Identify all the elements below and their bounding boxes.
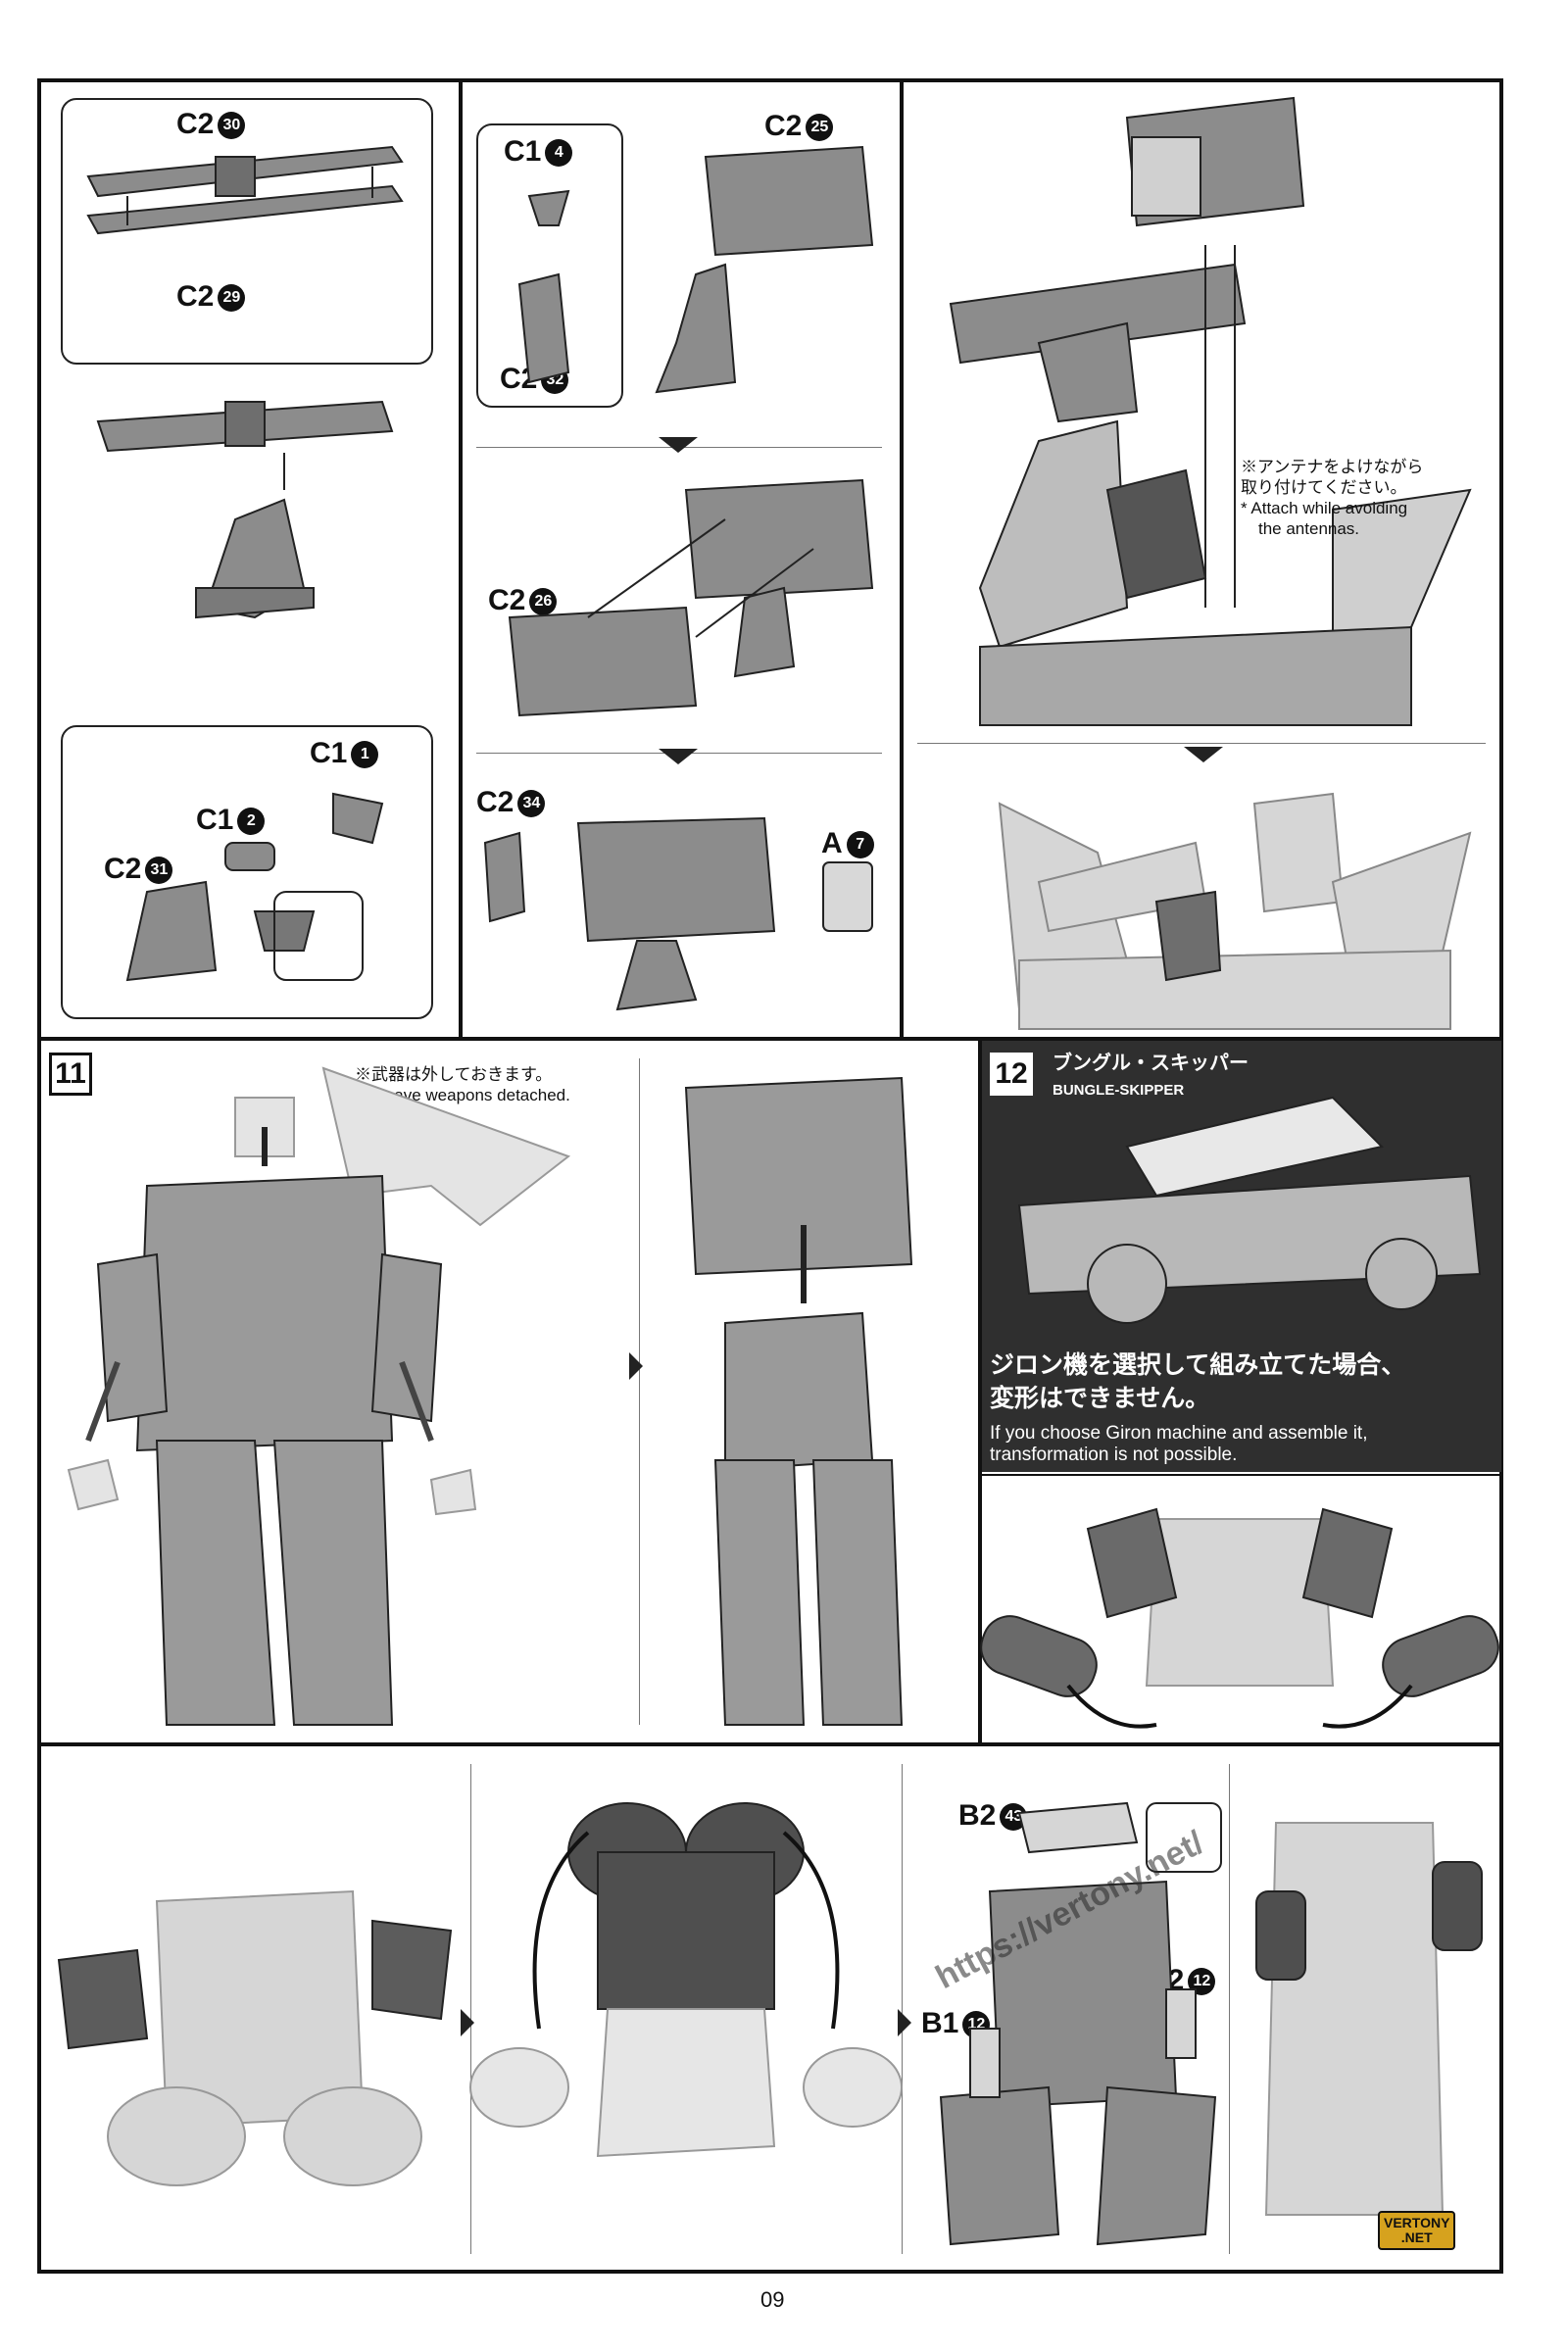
gun-barrel-part [86,145,404,235]
page-number: 09 [760,2287,785,2312]
divider-right-inner [917,743,1486,744]
number-badge: 25 [806,114,834,142]
number-badge: 4 [545,139,573,168]
step-arrow-right-b1 [461,2009,474,2036]
page-frame [37,78,1503,2274]
giron-warning-en: If you choose Giron machine and assemble… [990,1423,1368,1465]
subassembly-box-mid [476,123,623,408]
number-badge: 29 [218,284,246,313]
vertony-logo: VERTONY .NET [1378,2211,1456,2250]
divider-top-1 [459,78,463,1039]
number-badge: 34 [517,790,546,818]
number-badge: 7 [846,831,874,859]
legs-rotate-diagram [57,1889,453,2186]
antenna-note: ※アンテナをよけながら 取り付けてください。 * Attach while av… [1241,458,1424,538]
step-arrow-right-11 [629,1352,643,1380]
missile-pod-install [949,96,1472,726]
divider-bottom-3 [1229,1764,1230,2254]
step-arrow-down-3 [1184,747,1223,762]
hip-cover-attach [939,1801,1222,2246]
number-badge: 30 [218,112,246,140]
step-arrow-down-1 [659,437,698,453]
divider-step11-12 [978,1037,982,1744]
bungle-skipper-vehicle [1017,1096,1482,1324]
head-rotate-result [998,792,1472,1030]
step-arrow-down-2 [659,749,698,764]
step-arrow-right-b2 [898,2009,911,2036]
divider-step12-bottom [980,1474,1503,1476]
step-12-number: 12 [990,1053,1033,1096]
assembled-barrel [96,400,394,619]
bungle-skipper-title-jp: ブングル・スキッパー [1053,1053,1249,1074]
step-11-note: ※武器は外しておきます。 * Leave weapons detached. [355,1065,570,1104]
robot-disassemble [67,1066,571,1726]
robot-body-lift [684,1076,913,1726]
step-11-number: 11 [49,1053,92,1096]
subassembly-box-bottom [61,725,433,1019]
launcher-final-assembly [483,816,873,1011]
giron-warning-jp: ジロン機を選択して組み立てた場合、 変形はできません。 [990,1351,1406,1412]
subassembly-box-top [61,98,433,365]
number-badge: 1 [351,741,379,769]
divider-row-1 [37,1037,1503,1041]
number-badge: 31 [145,857,173,885]
legs-swing-diagram [469,1802,903,2158]
number-badge: 26 [529,588,558,616]
arms-fold-diagram [980,1507,1499,1729]
joint-parts [125,792,384,982]
divider-step11-inner [639,1058,640,1725]
launcher-box-assembly [508,478,874,717]
number-badge: 2 [237,808,266,836]
launcher-mount-parts [517,145,874,394]
side-panel-rotate [1255,1822,1483,2216]
divider-row-2 [37,1742,1503,1746]
divider-top-2 [900,78,904,1039]
bungle-skipper-title-en: BUNGLE-SKIPPER [1053,1082,1185,1099]
